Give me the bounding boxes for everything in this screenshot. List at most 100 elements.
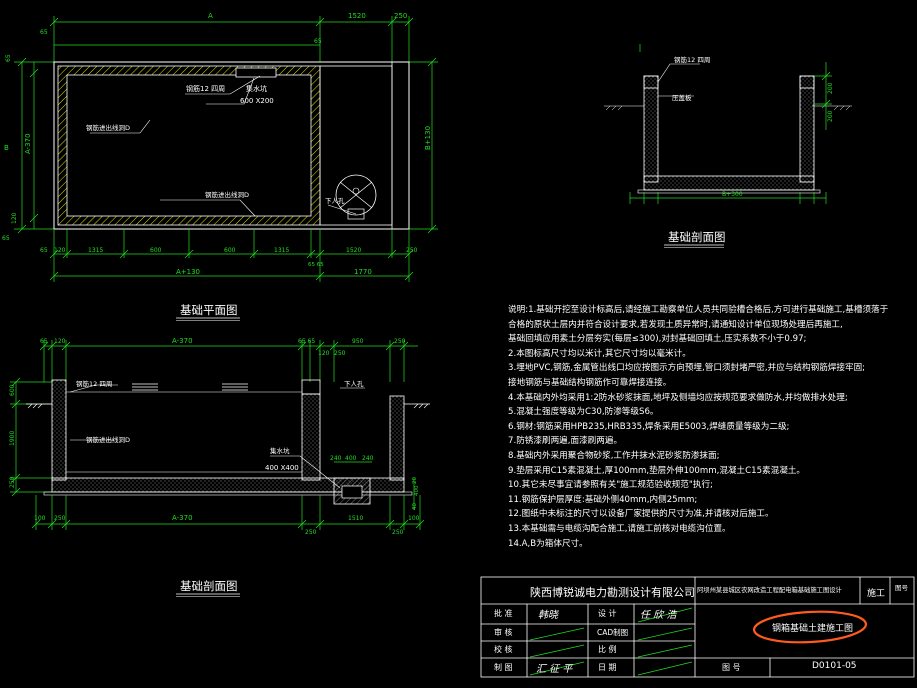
plan-outer-boundary — [53, 61, 410, 230]
note-line: 14.A,B为箱体尺寸。 — [508, 538, 588, 549]
sl-dim-left-1900: 1900 — [9, 431, 16, 446]
title-block-frame — [480, 576, 915, 678]
section-long-title: 基础剖面图 — [180, 579, 238, 593]
plan-dim-total-b: 1770 — [354, 268, 372, 276]
role-date: 日 期 — [598, 663, 617, 672]
plan-dim-total-a: A+130 — [176, 268, 200, 276]
note-line: 4.本基础内外均采用1:2防水砂浆抹面,地坪及侧墙均应按规范要求做防水,并均做排… — [508, 392, 848, 403]
role-draw: 制 图 — [494, 663, 513, 672]
sl-dim-top-a370: A-370 — [172, 337, 193, 345]
sl-dim-b-a370: A-370 — [172, 514, 193, 522]
section-cross-title: 基础剖面图 — [668, 230, 726, 244]
plan-dim-left-120: 120 — [11, 212, 18, 224]
plan-dim-b-1520: 1520 — [346, 247, 361, 254]
plan-dim-left-65a: 65 — [5, 54, 12, 62]
plan-dims-right — [409, 57, 438, 234]
plan-dim-left-b: B — [4, 144, 9, 152]
sl-mid-wall-top — [301, 379, 321, 395]
note-line: 6.钢材:钢筋采用HPB235,HRB335,焊条采用E5003,焊缝质量等级为… — [508, 421, 790, 432]
note-line: 12.图纸中未标注的尺寸以设备厂家提供的尺寸为准,并请核对后施工。 — [508, 509, 774, 520]
section-long: 65 120 A-370 65 65 120 250 950 250 600 1… — [9, 337, 430, 597]
plan-dim-left-a370: A-370 — [24, 133, 32, 154]
sl-dim-top-950: 950 — [352, 338, 364, 345]
sl-right-wall — [389, 395, 405, 481]
project-name: 阿坝州某县城区农网改造工程配电箱基础施工图设计 — [697, 587, 842, 594]
plan-manhole-circle — [335, 174, 377, 216]
sl-dim-b-100b: 100 — [408, 515, 420, 522]
note-line: 7.防锈漆刷两遍,面漆刷两遍。 — [508, 436, 623, 447]
cross-base — [643, 175, 815, 191]
title-block-signature-strokes — [529, 607, 693, 676]
company-name: 陕西博锐诚电力勘测设计有限公司 — [530, 586, 695, 599]
sl-sump-dim-240a: 240 — [330, 455, 342, 462]
sl-dim-top-120b: 120 — [318, 350, 330, 357]
note-line: 10.其它未尽事宜请参照有关"施工规范验收规范"执行; — [508, 480, 713, 491]
sl-dim-b-250a: 250 — [54, 515, 66, 522]
plan-label-rebar: 钢筋12 四周 — [186, 84, 225, 93]
signature-draw: 汇 征 平 — [536, 664, 573, 675]
plan-dim-b-1315a: 1315 — [88, 247, 103, 254]
plan-dim-top-a: A — [208, 12, 213, 20]
sl-dim-top-120: 120 — [54, 338, 66, 345]
sl-left-wall — [51, 379, 67, 481]
cross-dim-200a: 200 — [827, 82, 834, 94]
plan-dim-left-65b: 65 — [2, 235, 10, 242]
cross-dims-bottom — [629, 44, 827, 204]
signature-approve: 韩晓 — [538, 610, 558, 621]
plan-label-sump-size: 600 X200 — [240, 97, 274, 105]
cross-dims-right — [814, 62, 832, 130]
plan-dim-top-250: 250 — [394, 12, 407, 20]
plan-dim-b-1315b: 1315 — [274, 247, 289, 254]
note-line: 3.埋地PVC,钢筋,金属管出线口均应按图示方向预埋,管口须封堵严密,并应与结构… — [508, 363, 866, 374]
plan-leaders — [90, 75, 357, 217]
sl-dim-left-600: 600 — [9, 384, 16, 396]
plan-dim-65-left: 65 — [40, 29, 48, 36]
note-line: 说明:1.基础开挖至设计标高后,请经施工勘察单位人员共同验槽合格后,方可进行基础… — [508, 305, 889, 315]
role-review: 审 核 — [494, 628, 513, 637]
sl-dim-right-40: 40 — [412, 503, 418, 510]
note-line: 8.基础内外采用聚合物砂浆,工作井抹水泥砂浆防渗抹面; — [508, 451, 720, 461]
note-line: 接地钢筋与基础结构钢筋作可靠焊接连接。 — [508, 378, 672, 388]
note-line: 基础回填应用素土分层夯实(每层≤300),对封基础回填土,压实系数不小于0.97… — [508, 334, 807, 345]
sl-dim-b-250c: 250 — [392, 529, 404, 536]
sl-dim-top-65: 65 — [40, 338, 48, 345]
sl-dim-b-100a: 100 — [34, 515, 46, 522]
sl-blinding — [43, 491, 413, 496]
sl-dim-right-20: 20 — [412, 477, 418, 484]
sl-dim-top-6565: 65 65 — [298, 338, 315, 345]
plan-dims-left — [14, 57, 54, 234]
section-long-dims-top — [39, 340, 418, 382]
plan-label-sleeve-1: 钢筋进出线洞D — [86, 123, 130, 132]
role-approve: 批 准 — [494, 609, 513, 618]
section-cross: 钢筋12 四周 压盖板 200 200 B+300 基础剖面图 — [604, 44, 852, 248]
sl-label-manhole: 下人孔 — [344, 380, 364, 388]
plan-dims-top — [49, 16, 414, 62]
section-long-dims-bottom — [31, 495, 425, 530]
plan-label-sump: 集水坑 — [246, 84, 267, 93]
note-line: 9.垫层采用C15素混凝土,厚100mm,垫层外伸100mm,混凝土C15素混凝… — [508, 465, 806, 476]
sl-dim-right-400: 400 — [414, 485, 420, 496]
sl-sump-dim-400: 400 — [345, 455, 357, 462]
note-line: 2.本图标高尺寸均以米计,其它尺寸均以毫米计。 — [508, 348, 691, 359]
stage-label: 施工 — [867, 589, 886, 599]
plan-dim-right: B+130 — [424, 126, 432, 150]
plan-view: A 1520 250 65 65 65 A-370 B 120 65 B+ — [2, 12, 438, 321]
drawing-title-highlight — [752, 610, 868, 644]
cross-label-cover: 压盖板 — [672, 93, 692, 102]
role-design: 设 计 — [598, 609, 617, 618]
scale-value: CAD制图 — [597, 628, 629, 637]
plan-label-manhole: 下人孔 — [325, 197, 345, 205]
ground-symbol — [27, 403, 429, 409]
note-line: 合格的原状土层内并符合设计要求,若发现土质异常时,请通知设计单位现场处理后再施工… — [508, 319, 843, 330]
sl-dim-top-250: 250 — [334, 350, 346, 357]
figure-no-label: 图 号 — [722, 663, 741, 672]
drawing-title: 钢箱基础土建施工图 — [772, 624, 854, 634]
note-line: 13.本基础需与电缆沟配合施工,请施工前核对电缆沟位置。 — [508, 524, 731, 534]
cross-blinding — [637, 189, 821, 194]
sl-vents — [132, 383, 248, 391]
sl-label-sump-size: 400 X400 — [265, 464, 299, 472]
plan-dim-b-120: 120 — [54, 247, 66, 254]
sl-label-rebar: 钢筋12 四周 — [76, 379, 112, 388]
plan-dims-bottom — [49, 229, 414, 282]
